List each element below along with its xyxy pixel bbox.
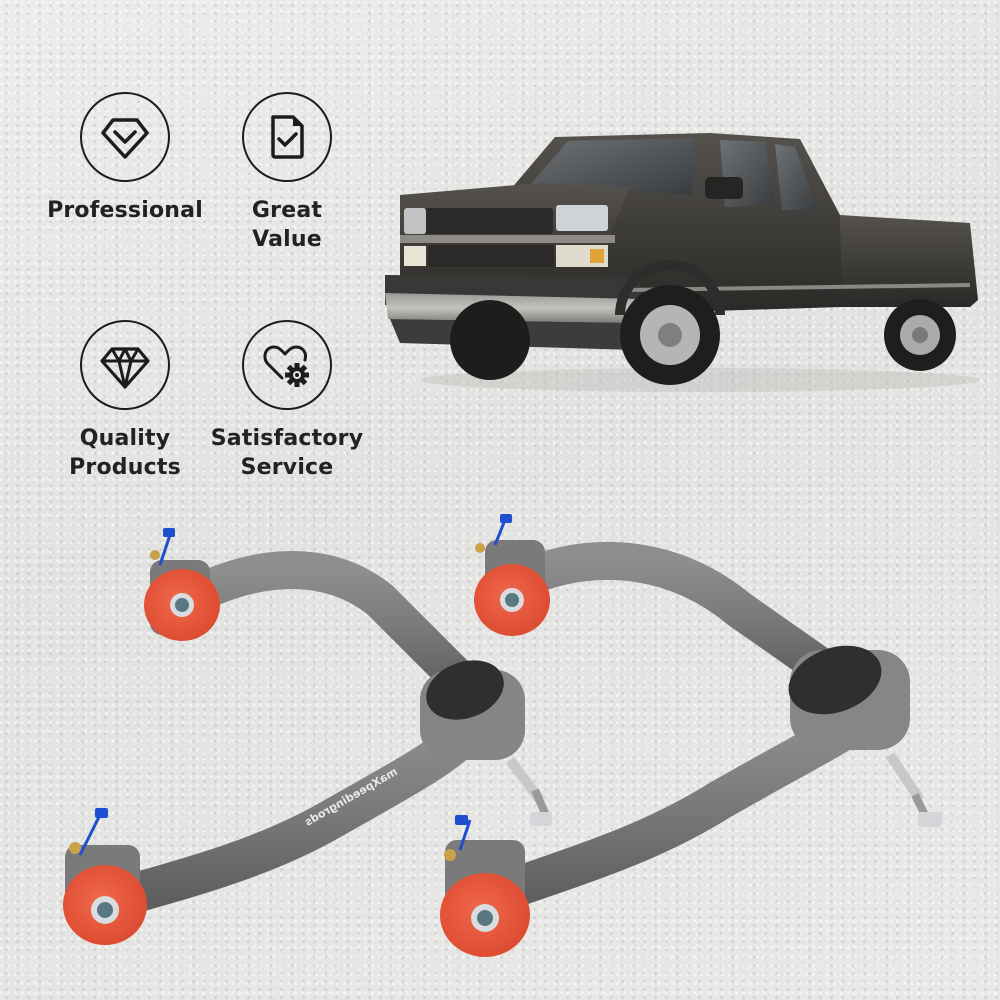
front-wheel bbox=[450, 300, 530, 380]
right-control-arm bbox=[440, 514, 942, 957]
pickup-truck-image bbox=[380, 125, 980, 395]
feature-great-value: Great Value bbox=[202, 92, 372, 254]
feature-label: Satisfactory Service bbox=[210, 426, 364, 480]
heart-gear-icon bbox=[242, 320, 332, 410]
feature-label: Quality Products bbox=[69, 426, 181, 480]
feature-label: Professional bbox=[47, 198, 203, 223]
feature-professional: Professional bbox=[40, 92, 210, 225]
document-check-icon bbox=[242, 92, 332, 182]
diamond-icon bbox=[80, 320, 170, 410]
feature-quality-products: Quality Products bbox=[40, 320, 210, 482]
feature-satisfactory-service: Satisfactory Service bbox=[202, 320, 372, 482]
control-arms-image: maXpeedingrods bbox=[0, 500, 1000, 1000]
gem-check-icon bbox=[80, 92, 170, 182]
feature-label: Great Value bbox=[251, 198, 323, 252]
